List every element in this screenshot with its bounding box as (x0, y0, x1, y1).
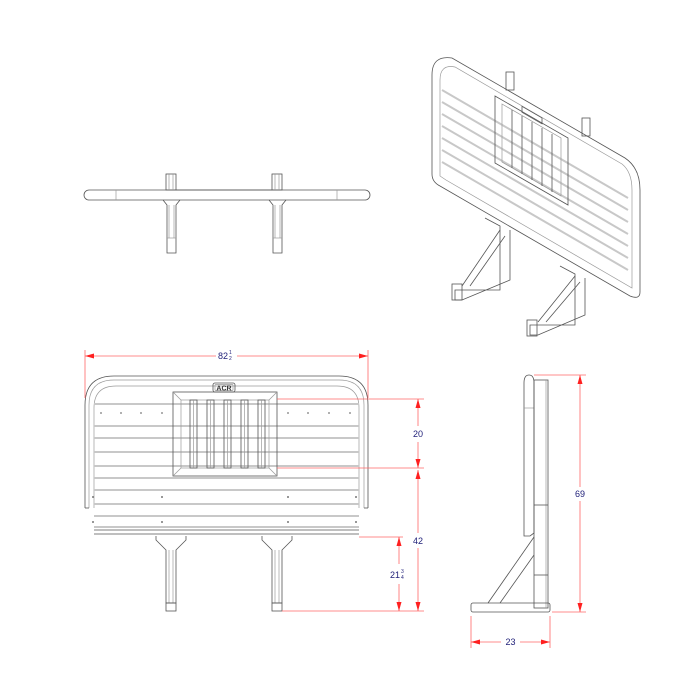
svg-text:82: 82 (218, 351, 228, 361)
dim-window-height: 20 (277, 398, 424, 469)
iso-slats (441, 89, 629, 271)
svg-text:21: 21 (390, 570, 400, 580)
svg-text:23: 23 (505, 637, 515, 647)
front-leg-left (155, 536, 187, 612)
svg-text:1: 1 (229, 350, 232, 356)
svg-text:20: 20 (413, 429, 423, 439)
dim-lower-height: 42 (282, 470, 424, 612)
window-bars (189, 399, 266, 469)
svg-text:42: 42 (413, 536, 423, 546)
iso-leg-right (526, 265, 586, 337)
front-leg-right (261, 536, 293, 612)
dim-overall-width: 82 1 2 (84, 350, 369, 398)
bolt-dots (92, 412, 357, 523)
svg-text:4: 4 (401, 575, 404, 581)
dim-depth: 23 (470, 616, 551, 648)
side-view (470, 374, 551, 613)
logo-text: ACR (216, 386, 231, 393)
dim-overall-height: 69 (534, 374, 586, 613)
isometric-view (431, 57, 641, 337)
dim-leg-height: 21 3 4 (359, 536, 404, 611)
svg-text:69: 69 (575, 489, 585, 499)
front-view: ACR (84, 375, 369, 612)
front-slats (94, 403, 359, 528)
top-view (83, 173, 371, 254)
svg-text:2: 2 (229, 356, 232, 362)
logo-badge: ACR (212, 382, 236, 393)
svg-text:3: 3 (401, 569, 404, 575)
iso-leg-left (451, 217, 511, 301)
